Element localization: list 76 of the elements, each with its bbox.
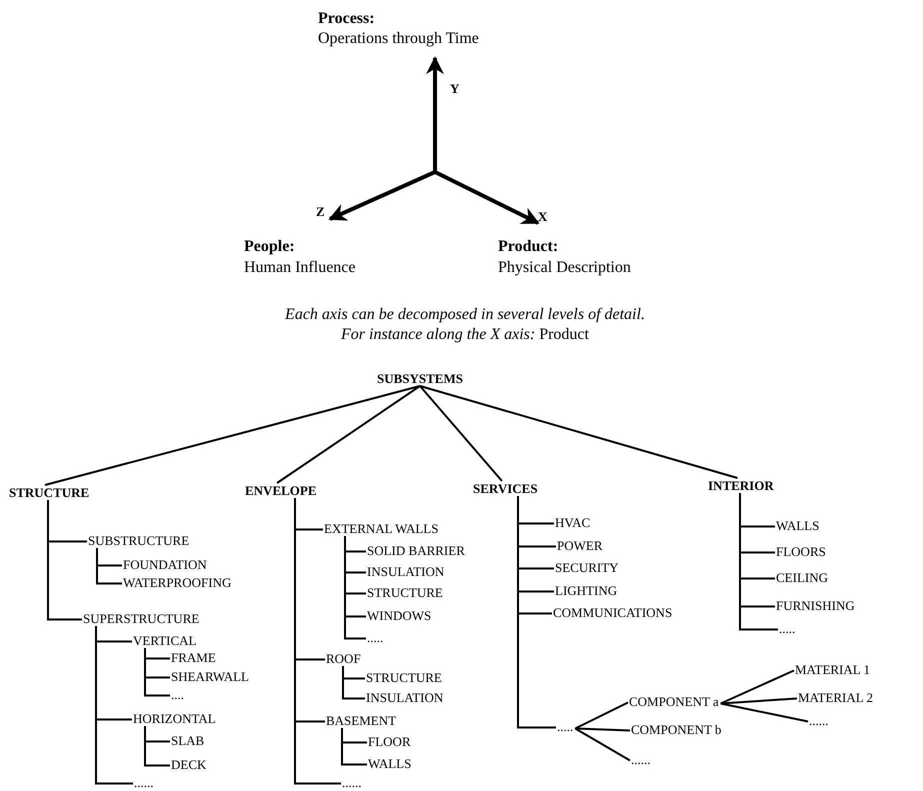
tree-label: DECK	[170, 757, 208, 772]
tree-label: INTERIOR	[707, 478, 775, 493]
tree-label: INSULATION	[365, 690, 444, 705]
tree-line	[517, 496, 556, 728]
tree-label: SERVICES	[472, 481, 539, 496]
tree-label: SUPERSTRUCTURE	[82, 611, 200, 626]
tree-label: STRUCTURE	[8, 485, 90, 500]
axis-letter: Y	[450, 80, 460, 98]
tree-line	[276, 385, 421, 484]
tree-label: WINDOWS	[366, 608, 432, 623]
tree-label: FLOORS	[775, 544, 827, 559]
tree-label: SECURITY	[554, 560, 620, 575]
tree-line	[44, 385, 420, 486]
axis-caption: Product:	[498, 238, 558, 256]
tree-line	[574, 728, 630, 762]
tree-label: ENVELOPE	[244, 483, 318, 498]
tree-label: ......	[341, 775, 362, 790]
tree-label: MATERIAL 2	[797, 690, 874, 705]
tree-label: INSULATION	[366, 564, 446, 579]
tree-label: ......	[630, 752, 652, 767]
tree-label: ......	[133, 775, 154, 790]
note-text: Each axis can be decomposed in several levels of detail.	[285, 306, 645, 324]
tree-label: SUBSYSTEMS	[376, 371, 464, 386]
tree-label: .....	[366, 630, 384, 645]
tree-label: .....	[778, 621, 796, 636]
tree-label: SOLID BARRIER	[366, 543, 466, 558]
tree-label: CEILING	[775, 570, 829, 585]
axis-caption: People:	[244, 238, 295, 256]
tree-label: LIGHTING	[554, 583, 618, 598]
tree-label: FURNISHING	[775, 598, 856, 613]
tree-label: WALLS	[367, 756, 412, 771]
note-text: For instance along the X axis: Product	[341, 326, 589, 344]
tree-line	[47, 500, 82, 620]
tree-line	[739, 493, 778, 630]
tree-label: HVAC	[554, 515, 592, 530]
tree-label: FRAME	[170, 650, 217, 665]
tree-label: COMMUNICATIONS	[552, 605, 674, 620]
tree-label: STRUCTURE	[365, 670, 443, 685]
tree-label: FLOOR	[367, 734, 412, 749]
tree-line	[419, 385, 503, 482]
axis-letter: X	[538, 208, 548, 226]
tree-label: MATERIAL 1	[794, 662, 871, 677]
tree-label: ......	[808, 713, 830, 728]
tree-line	[144, 648, 170, 696]
tree-label: ROOF	[325, 651, 362, 666]
axis-caption: Human Influence	[244, 259, 356, 277]
tree-label: .....	[556, 719, 574, 734]
tree-label: EXTERNAL WALLS	[323, 521, 440, 536]
tree-label: ....	[170, 687, 185, 702]
tree-label: WALLS	[775, 518, 820, 533]
axis-caption: Operations through Time	[318, 30, 479, 48]
tree-label: VERTICAL	[132, 633, 198, 648]
axis-caption: Physical Description	[498, 259, 631, 277]
tree-label: WATERPROOFING	[122, 575, 232, 590]
tree-line	[95, 626, 133, 784]
tree-label: COMPONENT b	[630, 722, 722, 737]
tree-line	[575, 728, 630, 732]
tree-label: FOUNDATION	[122, 557, 208, 572]
tree-line	[720, 670, 794, 704]
tree-line	[294, 498, 341, 784]
tree-line	[144, 726, 170, 766]
axis-caption: Process:	[318, 10, 375, 28]
tree-label: SLAB	[170, 733, 206, 748]
tree-line	[420, 385, 738, 479]
tree-label: STRUCTURE	[366, 585, 444, 600]
tree-label: BASEMENT	[325, 713, 398, 728]
tree-line	[96, 548, 122, 584]
tree-line	[574, 702, 628, 730]
tree-label: POWER	[556, 538, 604, 553]
tree-line	[720, 702, 808, 722]
tree-label: SHEARWALL	[170, 669, 250, 684]
tree-label: COMPONENT a	[628, 694, 720, 709]
tree-line	[720, 698, 798, 704]
axis-letter: Z	[316, 203, 325, 221]
tree-label: SUBSTRUCTURE	[87, 533, 190, 548]
tree-label: HORIZONTAL	[132, 711, 217, 726]
